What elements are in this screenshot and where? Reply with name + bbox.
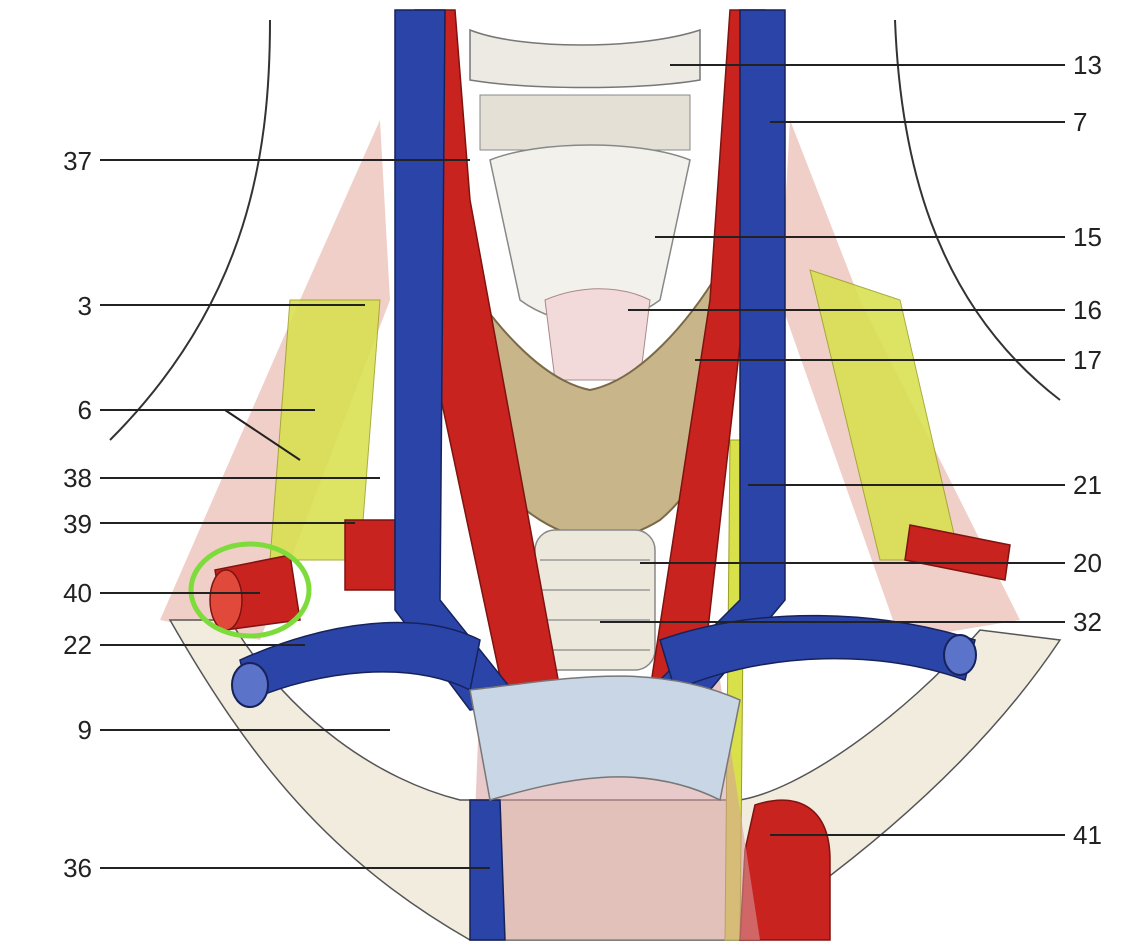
label-6: 6 bbox=[77, 395, 92, 425]
trachea bbox=[534, 529, 656, 671]
leader-lines bbox=[100, 64, 1065, 869]
neck-outline bbox=[109, 19, 1061, 441]
label-9: 9 bbox=[77, 715, 92, 745]
label-40: 40 bbox=[63, 578, 92, 608]
label-32: 32 bbox=[1073, 607, 1102, 637]
label-36: 36 bbox=[63, 853, 92, 883]
vein-cut-left bbox=[231, 662, 269, 708]
label-20: 20 bbox=[1073, 548, 1102, 578]
label-21: 21 bbox=[1073, 470, 1102, 500]
label-37: 37 bbox=[63, 146, 92, 176]
label-39: 39 bbox=[63, 509, 92, 539]
label-13: 13 bbox=[1073, 50, 1102, 80]
label-16: 16 bbox=[1073, 295, 1102, 325]
label-22: 22 bbox=[63, 630, 92, 660]
vein-cut-right bbox=[943, 634, 977, 676]
label-41: 41 bbox=[1073, 820, 1102, 850]
larynx bbox=[469, 28, 701, 381]
label-3: 3 bbox=[77, 291, 92, 321]
veins bbox=[239, 9, 976, 941]
label-38: 38 bbox=[63, 463, 92, 493]
label-7: 7 bbox=[1073, 107, 1088, 137]
thorax-background bbox=[168, 619, 1062, 941]
label-17: 17 bbox=[1073, 345, 1102, 375]
highlight-circle bbox=[188, 541, 312, 639]
label-15: 15 bbox=[1073, 222, 1102, 252]
brachiocephalic-shape bbox=[469, 675, 741, 802]
